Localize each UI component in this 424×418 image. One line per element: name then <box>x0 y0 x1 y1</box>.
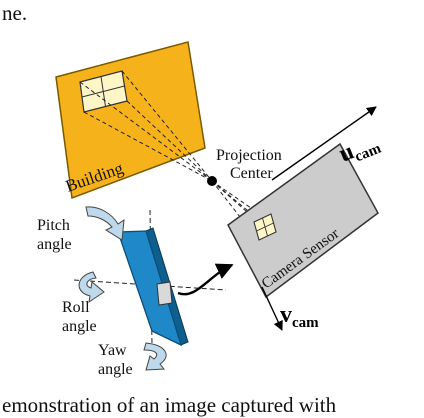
v-axis-main: v <box>280 302 292 328</box>
yaw-label-line2: angle <box>98 361 133 378</box>
caption-top-fragment: ne. <box>2 1 27 25</box>
building-window-mullion-h <box>81 85 125 98</box>
sensor-window-mullion-h <box>256 222 274 232</box>
yaw-arrow-icon <box>143 342 167 371</box>
pitch-label-line1: Pitch <box>37 217 70 234</box>
u-axis-arrow <box>271 106 377 181</box>
camera-lens <box>156 281 173 306</box>
roll-label-line1: Roll <box>62 299 90 316</box>
projection-center-label-line1: Projection <box>216 147 282 164</box>
caption-bottom-fragment: emonstration of an image captured with <box>2 393 337 417</box>
v-axis-label: vcam <box>280 302 319 331</box>
pitch-arrow-icon <box>85 206 125 241</box>
u-axis-sub: cam <box>353 140 384 165</box>
camera-to-sensor-arrow <box>177 263 234 296</box>
projection-rays <box>79 70 278 241</box>
pitch-label-line2: angle <box>37 236 72 253</box>
roll-arrow-icon <box>78 271 105 304</box>
camera-sensor-plane <box>227 142 379 299</box>
yaw-label-line1: Yaw <box>98 342 127 359</box>
v-axis-arrow <box>261 286 283 331</box>
projection-center-point <box>207 176 217 186</box>
u-axis-label: ucam <box>336 128 384 170</box>
roll-label-line2: angle <box>62 318 97 335</box>
v-axis-sub: cam <box>292 315 319 331</box>
camera-body <box>117 230 183 347</box>
projection-center-label-line2: Center <box>230 165 273 182</box>
